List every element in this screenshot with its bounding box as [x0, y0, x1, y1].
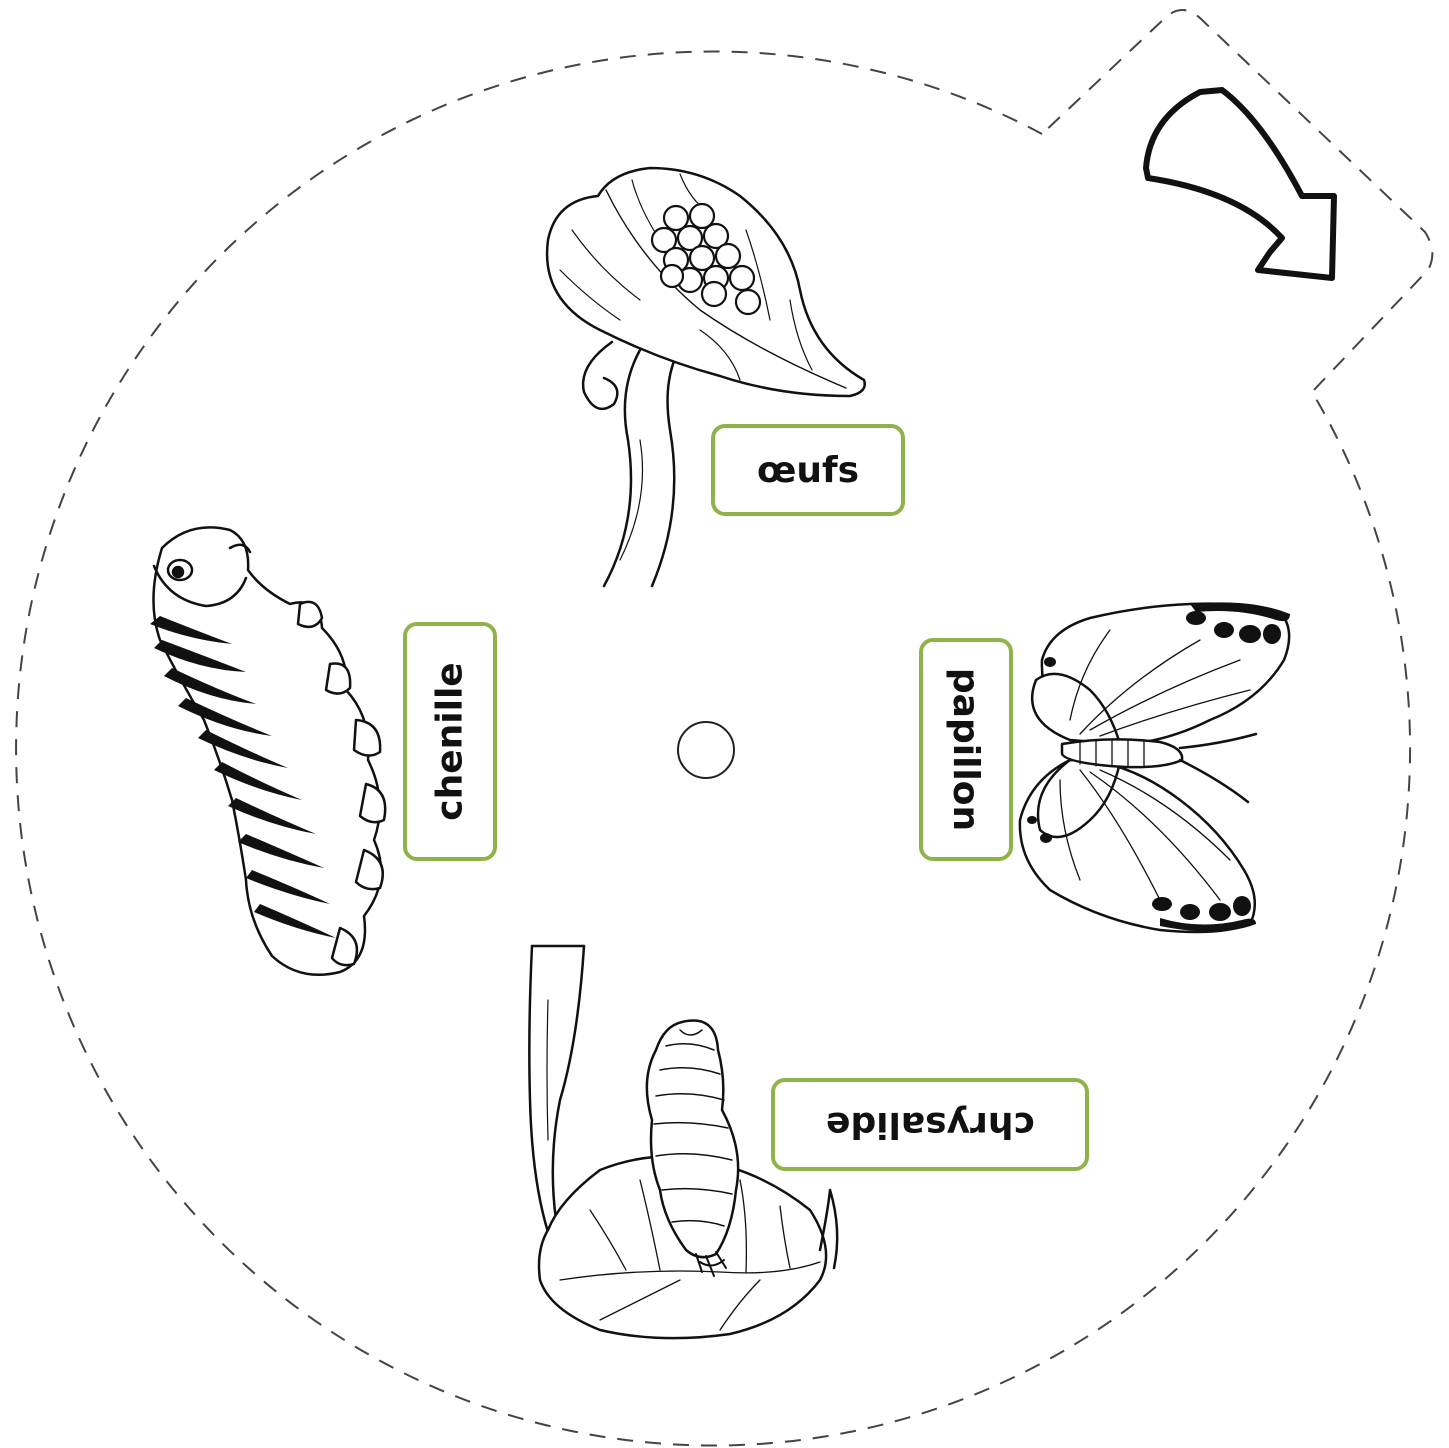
- label-oeufs: œufs: [711, 424, 905, 516]
- center-hole-icon[interactable]: [678, 722, 734, 778]
- label-chrysalide: chrysalide: [771, 1078, 1089, 1171]
- label-chenille-text: chenille: [430, 662, 471, 820]
- caterpillar-illustration: [150, 527, 385, 974]
- butterfly-illustration: [1020, 602, 1290, 932]
- label-oeufs-text: œufs: [757, 450, 859, 491]
- label-papillon: papillon: [919, 638, 1013, 861]
- label-chrysalide-text: chrysalide: [826, 1104, 1035, 1145]
- label-papillon-text: papillon: [946, 668, 987, 831]
- eggs-on-leaf-illustration: [547, 168, 865, 586]
- label-chenille: chenille: [403, 622, 497, 861]
